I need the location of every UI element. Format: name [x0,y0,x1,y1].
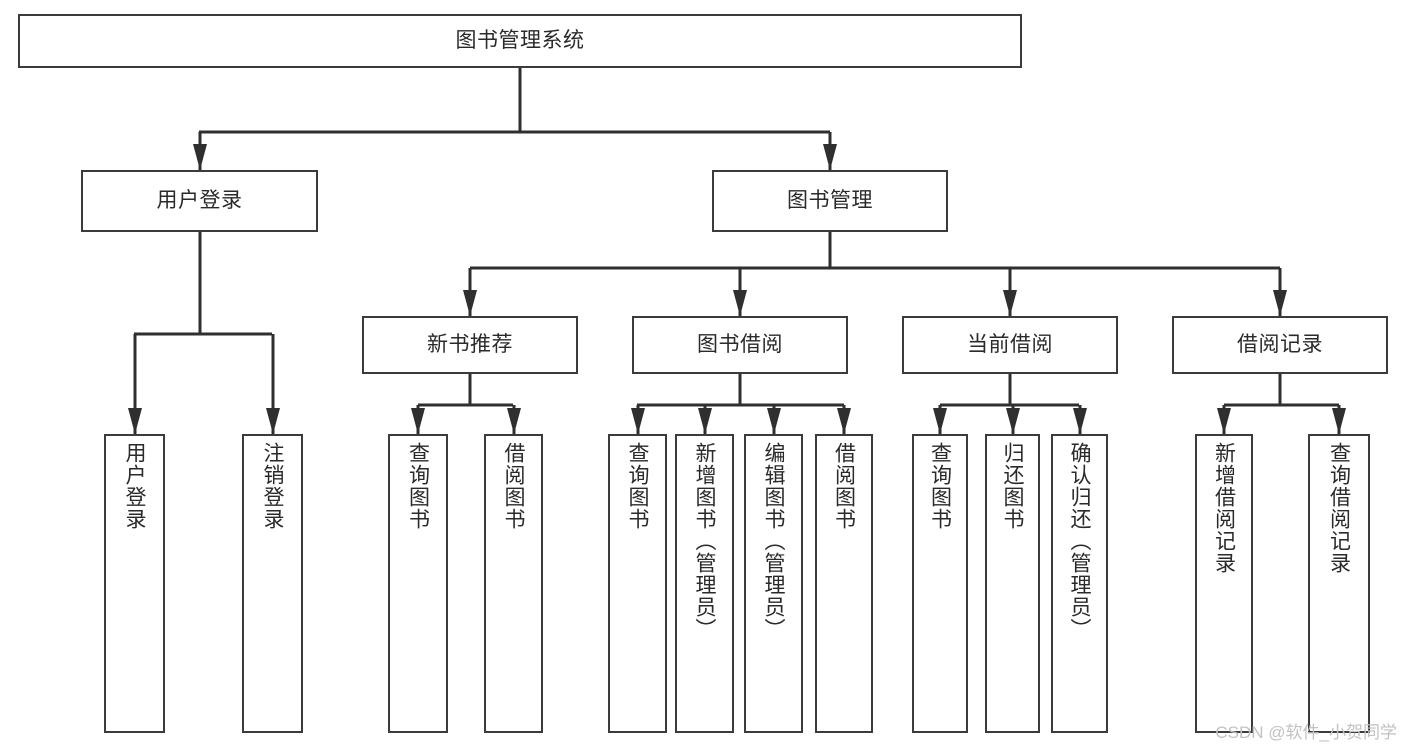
node-l3-bo-lend[interactable]: 借阅图书 [815,434,873,733]
csdn-watermark: CSDN @软件_小贺同学 [1215,723,1397,742]
node-label-l3-rc-add: 新增借阅记录 [1212,442,1236,574]
node-l2-record[interactable]: 借阅记录 [1172,316,1388,374]
node-l2-newbook[interactable]: 新书推荐 [362,316,578,374]
arrowhead-icon-l1-book [823,144,837,170]
node-root[interactable]: 图书管理系统 [18,14,1022,68]
node-l2-current[interactable]: 当前借阅 [902,316,1118,374]
node-l3-logout[interactable]: 注销登录 [242,434,303,733]
arrowhead-icon-l3-bo-lend [837,408,851,434]
node-l3-rc-add[interactable]: 新增借阅记录 [1195,434,1253,733]
node-label-l3-cu-ret: 归还图书 [1001,442,1024,530]
arrowhead-icon-l2-current [1003,290,1017,316]
arrowhead-icon-l3-cu-q [933,408,947,434]
arrowhead-icon-l3-nb-q [411,408,425,434]
node-label-l3-bo-lend: 借阅图书 [832,442,856,530]
node-label-l2-borrow: 图书借阅 [697,333,783,357]
arrowhead-icon-l3-logout [266,408,280,434]
node-label-l3-bo-q: 查询图书 [626,442,649,530]
node-label-root: 图书管理系统 [455,29,585,53]
node-l1-book[interactable]: 图书管理 [712,170,948,232]
node-l3-bo-add[interactable]: 新增图书（管理员） [675,434,734,733]
node-label-l3-cu-conf: 确认归还（管理员） [1068,442,1091,640]
node-label-l3-nb-b: 借阅图书 [502,442,525,530]
node-l3-bo-q[interactable]: 查询图书 [608,434,667,733]
arrowhead-icon-l3-rc-q [1332,408,1346,434]
arrowhead-icon-l3-nb-b [507,408,521,434]
node-l3-cu-q[interactable]: 查询图书 [912,434,968,733]
node-l3-login[interactable]: 用户登录 [104,434,165,733]
arrowhead-icon-l2-record [1273,290,1287,316]
arrowhead-icon-l3-cu-conf [1073,408,1087,434]
node-label-l2-record: 借阅记录 [1237,333,1323,357]
node-l3-rc-q[interactable]: 查询借阅记录 [1308,434,1370,733]
node-label-l3-bo-add: 新增图书（管理员） [693,442,716,640]
node-label-l3-nb-q: 查询图书 [406,442,430,530]
node-label-l3-login: 用户登录 [123,442,146,530]
node-label-l3-rc-q: 查询借阅记录 [1327,442,1351,574]
node-label-l2-newbook: 新书推荐 [427,333,513,357]
arrowhead-icon-l2-newbook [463,290,477,316]
arrowhead-icon-l3-cu-ret [1006,408,1020,434]
arrowhead-icon-l3-bo-add [698,408,712,434]
arrowhead-icon-l3-rc-add [1217,408,1231,434]
node-l1-user[interactable]: 用户登录 [81,170,318,232]
arrowhead-icon-l3-login [128,408,142,434]
arrowhead-icon-l1-user [193,144,207,170]
node-l3-bo-edit[interactable]: 编辑图书（管理员） [744,434,803,733]
arrowhead-icon-l3-bo-q [631,408,645,434]
arrowhead-icon-l3-bo-edit [767,408,781,434]
node-l3-nb-b[interactable]: 借阅图书 [484,434,543,733]
node-label-l2-current: 当前借阅 [967,333,1053,357]
node-l2-borrow[interactable]: 图书借阅 [632,316,848,374]
node-label-l3-logout: 注销登录 [261,442,284,530]
node-l3-nb-q[interactable]: 查询图书 [388,434,448,733]
node-l3-cu-ret[interactable]: 归还图书 [985,434,1040,733]
node-label-l3-bo-edit: 编辑图书（管理员） [762,442,785,640]
node-l3-cu-conf[interactable]: 确认归还（管理员） [1051,434,1108,733]
arrowhead-icon-l2-borrow [733,290,747,316]
node-label-l1-book: 图书管理 [787,189,873,213]
node-label-l1-user: 用户登录 [156,189,243,213]
node-label-l3-cu-q: 查询图书 [928,442,952,530]
